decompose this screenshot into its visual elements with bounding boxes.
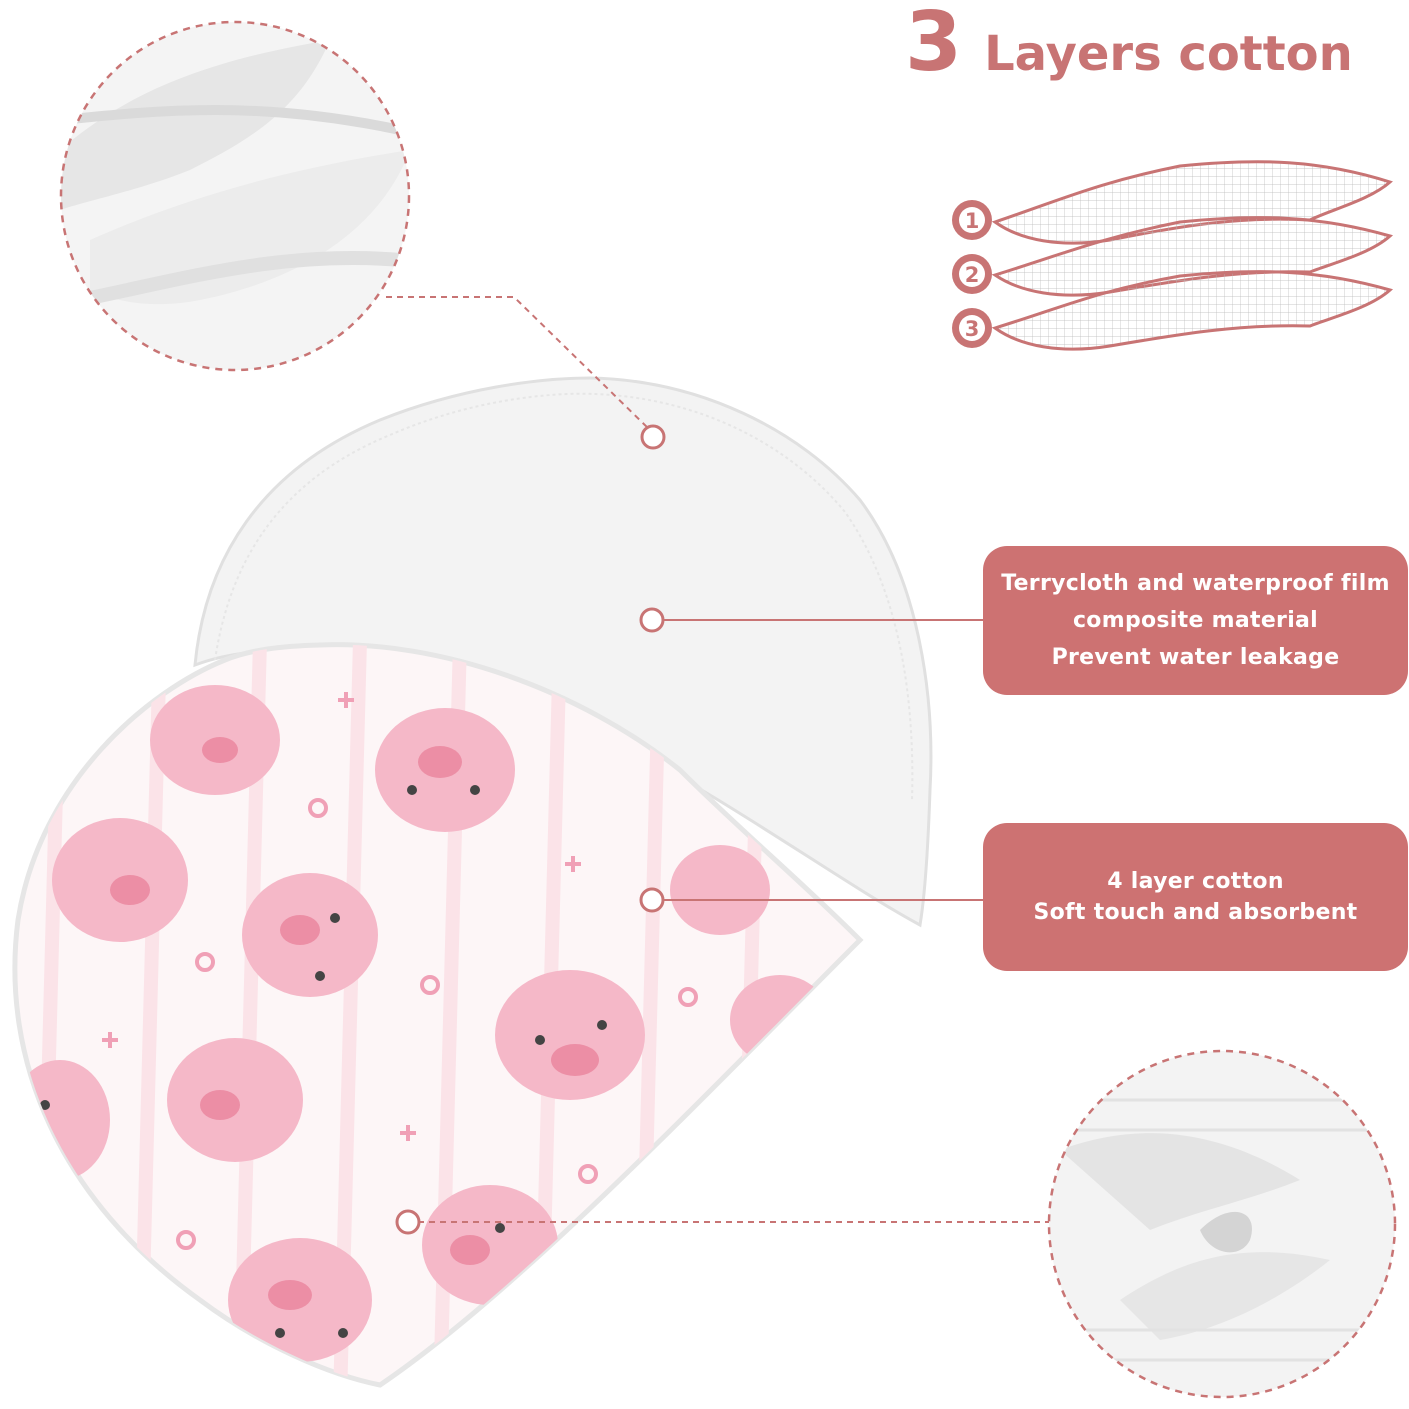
feature-line: composite material xyxy=(1072,608,1319,633)
muslin-closeup-circle xyxy=(1047,1049,1397,1399)
feature-line: Soft touch and absorbent xyxy=(1033,900,1358,925)
feature-line: 4 layer cotton xyxy=(1107,869,1284,894)
layer-marker-2 xyxy=(952,254,992,294)
layer-label-1: 1 xyxy=(965,209,980,233)
callout-connectors xyxy=(386,296,1049,1223)
layer-label-3: 3 xyxy=(965,317,980,341)
feature-box-terrycloth: Terrycloth and waterproof film composite… xyxy=(983,546,1408,695)
headline: 3 Layers cotton xyxy=(905,2,1353,84)
feature-line: Prevent water leakage xyxy=(1051,645,1340,670)
callout-dots xyxy=(395,424,666,1235)
layers-diagram xyxy=(991,160,1394,351)
feature-line: Terrycloth and waterproof film xyxy=(1001,571,1390,596)
terrycloth-closeup-circle xyxy=(59,20,411,372)
layer-marker-3 xyxy=(952,308,992,348)
headline-text: Layers cotton xyxy=(984,26,1353,82)
layer-marker-1 xyxy=(952,200,992,240)
headline-number: 3 xyxy=(905,0,963,90)
layer-label-2: 2 xyxy=(965,263,980,287)
feature-box-cotton: 4 layer cotton Soft touch and absorbent xyxy=(983,823,1408,971)
